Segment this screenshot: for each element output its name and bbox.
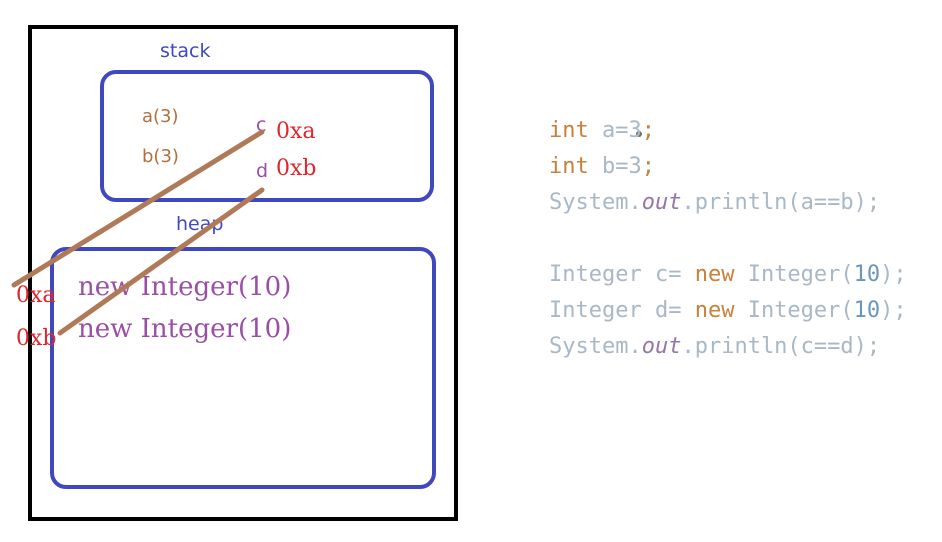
reference-line-d: [57, 187, 265, 336]
code-line-2: int b=3;: [549, 154, 655, 179]
stack-address-c: 0xa: [276, 119, 316, 144]
code-line-4: Integer c= new Integer(10);: [549, 262, 907, 287]
ref-var-c: c: [256, 114, 267, 136]
code-line-5: Integer d= new Integer(10);: [549, 298, 907, 323]
code-line-1: int a=3;: [549, 118, 655, 143]
stack-var-b: b(3): [142, 146, 179, 167]
code-line-3: System.out.println(a==b);: [549, 190, 881, 215]
reference-line-c: [11, 129, 265, 288]
cursor-dot: [636, 131, 642, 137]
heap-address-1: 0xa: [16, 283, 56, 308]
stack-label: stack: [160, 40, 211, 62]
heap-address-2: 0xb: [16, 326, 57, 351]
ref-var-d: d: [256, 160, 269, 182]
heap-region: [50, 247, 436, 489]
stack-region: [100, 70, 434, 202]
heap-label: heap: [176, 213, 224, 235]
stack-var-a: a(3): [142, 106, 179, 127]
code-line-6: System.out.println(c==d);: [549, 334, 881, 359]
heap-object-2: new Integer(10): [78, 314, 292, 344]
stack-address-d: 0xb: [276, 156, 317, 181]
